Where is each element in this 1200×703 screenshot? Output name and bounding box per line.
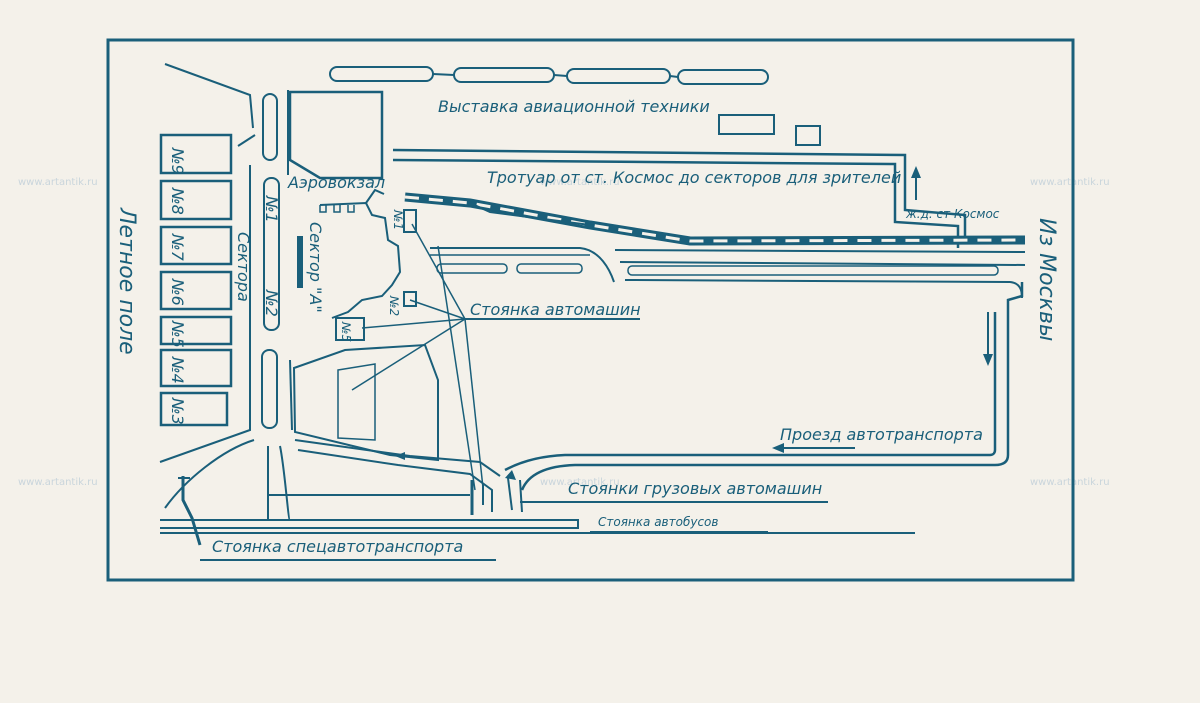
sector-label: №4 xyxy=(168,356,187,384)
lot-marker: №5 xyxy=(339,321,353,342)
summer-field-label: Летное поле xyxy=(114,207,139,355)
car-parking-leaders xyxy=(351,223,484,491)
special-parking-marker xyxy=(181,476,202,546)
watermark: www.artantik.ru xyxy=(540,477,620,488)
from-moscow-label: Из Москвы xyxy=(1034,218,1059,341)
railway-branch xyxy=(469,202,591,226)
arrow-up-icon xyxy=(911,166,921,178)
watermark: www.artantik.ru xyxy=(1030,477,1110,488)
lot-marker-box xyxy=(403,291,417,307)
sector-blocks: №9 №8 №7 №6 №5 №4 №3 xyxy=(159,133,233,427)
watermark: www.artantik.ru xyxy=(1030,177,1110,188)
left-roads xyxy=(159,63,293,521)
sector-block xyxy=(159,179,233,221)
sector-block xyxy=(159,225,233,266)
watermark: www.artantik.ru xyxy=(540,177,620,188)
terminal-label: Аэровокзал xyxy=(287,173,385,192)
arrow-left-icon xyxy=(772,443,784,453)
sector-label: №6 xyxy=(168,278,187,306)
lot-marker: №2 xyxy=(387,295,401,316)
car-parking-label: Стоянка автомашин xyxy=(470,300,641,319)
lot-marker-box xyxy=(403,209,417,233)
junction-road xyxy=(507,477,523,513)
sector-label: №8 xyxy=(168,187,187,215)
terminal-building xyxy=(288,90,384,180)
exhibition-building xyxy=(795,125,821,146)
truck-parking-label: Стоянки грузовых автомашин xyxy=(568,479,822,498)
sidewalk-line-lower xyxy=(392,158,960,248)
sector-block xyxy=(159,133,233,175)
vehicle-passage-inner xyxy=(504,312,997,472)
rail-station-label: ж.д. ст Космос xyxy=(905,207,1000,221)
sector-label: №5 xyxy=(168,320,187,348)
highway xyxy=(430,247,1026,299)
vehicle-passage-outer xyxy=(520,282,1024,491)
sector-block xyxy=(159,348,233,388)
watermark: www.artantik.ru xyxy=(18,177,98,188)
exhibition-capsules xyxy=(329,66,769,85)
sector-block xyxy=(159,391,229,427)
sector-label: №3 xyxy=(168,397,187,425)
bus-parking-label: Стоянка автобусов xyxy=(598,515,718,529)
sector-block xyxy=(159,315,233,346)
sector-block xyxy=(159,270,233,311)
lower-road-upper xyxy=(294,439,501,477)
sector-a-label: Сектор "А" xyxy=(306,222,325,313)
special-parking-label: Стоянка спецавтотранспорта xyxy=(212,537,463,556)
road-marker: №1 xyxy=(262,195,281,223)
watermark: www.artantik.ru xyxy=(18,477,98,488)
exhibition-building xyxy=(718,114,775,135)
sector-label: №9 xyxy=(168,147,187,175)
lot-marker-box xyxy=(335,317,365,341)
arrow-up-icon xyxy=(505,470,516,480)
exhibition-label: Выставка авиационной техники xyxy=(438,97,710,116)
lot-marker: №1 xyxy=(391,209,405,230)
car-parking-area xyxy=(292,343,439,462)
arrow-left-icon xyxy=(395,452,405,460)
watermarks: www.artantik.ru www.artantik.ru www.arta… xyxy=(18,177,1110,488)
sector-a-entrance xyxy=(365,188,385,204)
vehicle-passage-label: Проезд автотранспорта xyxy=(780,425,983,444)
road-marker: №2 xyxy=(262,289,281,317)
sector-label: №7 xyxy=(168,233,187,262)
sidewalk-line-upper xyxy=(392,148,967,238)
arrow-down-icon xyxy=(983,354,993,366)
sidewalk-label: Тротуар от ст. Космос до секторов для зр… xyxy=(487,168,901,187)
map-frame xyxy=(106,38,1075,582)
lower-road-lower xyxy=(297,449,493,512)
sectors-label: Сектора xyxy=(234,232,253,302)
sector-a-stands xyxy=(319,201,402,319)
car-parking-inner xyxy=(337,363,376,441)
bus-parking-strip xyxy=(160,519,579,529)
sector-a-seating xyxy=(319,205,355,213)
